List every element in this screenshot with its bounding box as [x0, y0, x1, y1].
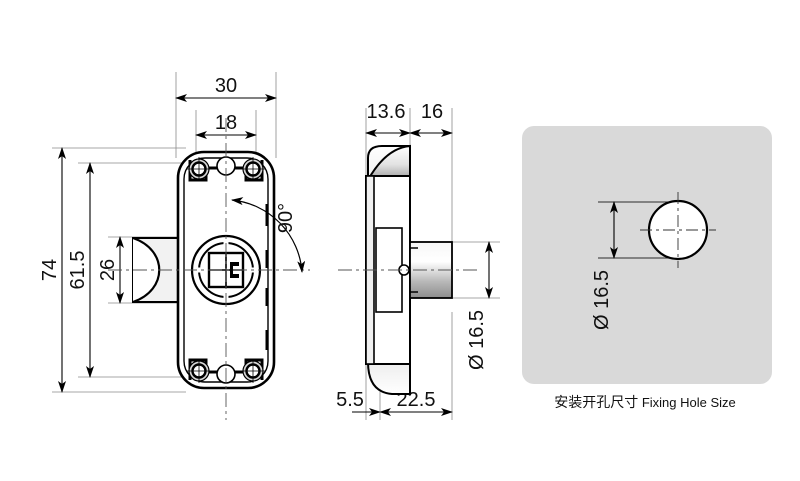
- side-view: 13.6 16 5.5 22.5 Ø 16.5: [336, 101, 500, 420]
- fixing-hole-caption-en: Fixing Hole Size: [641, 395, 736, 410]
- front-view: 30 18 74 61.5 26: [39, 72, 310, 420]
- dimension-13-6: 13.6: [365, 101, 411, 137]
- dimension-90-degree: 90°: [231, 197, 306, 273]
- top-right-screw-hole: [241, 157, 265, 181]
- fixing-hole-panel: Ø 16.5: [522, 126, 772, 384]
- dimension-16-label: 16: [421, 101, 443, 123]
- top-left-screw-hole: [187, 157, 211, 181]
- side-barrel-grooves: [410, 247, 418, 293]
- side-top-curve: [366, 144, 411, 181]
- fixing-hole-caption: 安装开孔尺寸 Fixing Hole Size: [520, 392, 770, 412]
- dimension-16: 16: [409, 101, 453, 137]
- side-bottom-cap: [367, 300, 411, 395]
- dimension-90-label: 90°: [275, 203, 297, 233]
- dimension-30: 30: [175, 75, 277, 102]
- fixing-hole-panel-background: [522, 126, 772, 384]
- dimension-5-5-label: 5.5: [336, 389, 364, 411]
- dimension-61-5-label: 61.5: [67, 251, 89, 290]
- dimension-74: 74: [39, 147, 66, 393]
- dimension-74-label: 74: [39, 259, 61, 281]
- fixing-hole-caption-cn: 安装开孔尺寸: [554, 395, 639, 411]
- dimension-61-5: 61.5: [67, 162, 94, 378]
- fixing-hole-centerlines: [640, 192, 716, 268]
- dimension-30-label: 30: [215, 75, 237, 97]
- bottom-right-screw-hole: [241, 359, 265, 383]
- dimension-13-6-label: 13.6: [367, 101, 406, 123]
- dimension-5-5: 5.5: [336, 389, 381, 416]
- dimension-dia-16-5-side-label: Ø 16.5: [466, 310, 488, 370]
- dimension-dia-16-5-side: Ø 16.5: [466, 241, 493, 370]
- bottom-left-screw-hole: [187, 359, 211, 383]
- dimension-dia-16-5-panel: Ø 16.5: [591, 201, 618, 330]
- dimension-dia-16-5-panel-label: Ø 16.5: [591, 270, 613, 330]
